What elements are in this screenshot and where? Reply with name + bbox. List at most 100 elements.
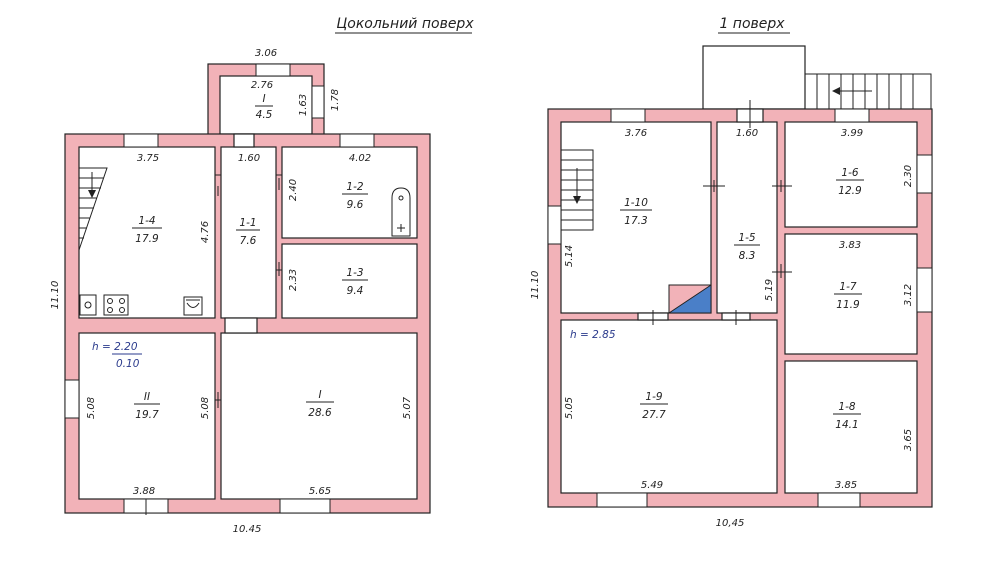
dimension-label: 3.76 xyxy=(625,128,647,139)
outdoor-stairs xyxy=(805,73,932,110)
dimension-label: 5.07 xyxy=(402,396,413,419)
dimension-label: 3.85 xyxy=(835,480,857,491)
room-id-label: 1-4 xyxy=(138,215,155,227)
toilet-icon xyxy=(183,296,203,316)
basement-title: Цокольний поверх xyxy=(336,16,474,32)
dimension-label: 3.83 xyxy=(839,240,861,251)
room-id-label: 1-10 xyxy=(624,197,648,209)
first-floor-plan: 1 поверх xyxy=(530,16,933,529)
window xyxy=(339,133,375,148)
height-sub: 0.10 xyxy=(116,358,140,370)
dimension-label: 1.60 xyxy=(238,153,260,164)
dimension-label: 1.63 xyxy=(298,94,309,116)
height-note: h = 2.85 xyxy=(570,329,616,341)
dimension-label: 3.12 xyxy=(903,284,914,306)
room-1-8 xyxy=(784,360,918,494)
bathtub-icon xyxy=(391,187,411,237)
room-id-label: 1-8 xyxy=(838,401,855,413)
dimension-label: 5.65 xyxy=(309,486,331,497)
stairs-icon xyxy=(561,149,594,231)
basement-plan: Цокольний поверх xyxy=(50,16,474,535)
door-opening xyxy=(233,133,255,148)
entrance-block xyxy=(702,45,806,110)
window xyxy=(123,133,159,148)
room-id-label: 1-9 xyxy=(645,391,662,403)
room-porch xyxy=(219,75,313,135)
sink-icon xyxy=(79,294,97,316)
dimension-label: 3.06 xyxy=(255,48,277,59)
room-1-4 xyxy=(78,146,216,319)
window xyxy=(817,492,861,508)
total-length-label: 11.10 xyxy=(530,271,541,300)
dimension-label: 1.78 xyxy=(330,89,341,111)
room-1-5 xyxy=(716,121,778,314)
room-id-label: 1-6 xyxy=(841,167,858,179)
room-1-10 xyxy=(560,121,712,314)
room-area-label: 4.5 xyxy=(256,109,273,121)
dimension-label: 5.08 xyxy=(86,397,97,419)
total-width-label: 10.45 xyxy=(233,524,262,535)
dimension-label: 5.49 xyxy=(641,480,663,491)
dimension-label: 2.40 xyxy=(288,179,299,201)
door-opening xyxy=(224,317,258,334)
dimension-label: 4.76 xyxy=(200,221,211,243)
room-area-label: 28.6 xyxy=(308,407,332,419)
room-area-label: 19.7 xyxy=(135,409,159,421)
dimension-label: 4.02 xyxy=(349,153,371,164)
room-id-label: 1-3 xyxy=(346,267,363,279)
dimension-label: 5.08 xyxy=(200,397,211,419)
room-1-1 xyxy=(220,146,277,319)
total-width-label: 10,45 xyxy=(716,518,745,529)
room-id-label: I xyxy=(318,389,321,401)
room-id-label: 1-5 xyxy=(738,232,755,244)
room-area-label: 27.7 xyxy=(642,409,666,421)
dimension-label: 3.99 xyxy=(841,128,863,139)
dimension-label: 3.75 xyxy=(137,153,159,164)
stove-icon xyxy=(103,294,129,316)
dimension-label: 3.88 xyxy=(133,486,155,497)
dimension-label: 1.60 xyxy=(736,128,758,139)
room-area-label: 12.9 xyxy=(838,185,862,197)
room-I-big xyxy=(220,332,418,500)
window xyxy=(64,379,80,419)
window xyxy=(610,108,646,123)
room-area-label: 14.1 xyxy=(835,419,858,431)
dimension-label: 3.65 xyxy=(903,429,914,451)
room-id-label: II xyxy=(144,391,150,403)
dimension-label: 2.30 xyxy=(903,165,914,187)
room-1-9 xyxy=(560,319,778,494)
room-area-label: 8.3 xyxy=(739,250,756,262)
room-area-label: 17.3 xyxy=(624,215,647,227)
window xyxy=(834,108,870,123)
room-1-3 xyxy=(281,243,418,319)
room-id-label: I xyxy=(262,93,265,105)
window xyxy=(311,85,325,119)
room-II xyxy=(78,332,216,500)
room-area-label: 9.6 xyxy=(347,199,364,211)
dimension-label: 5.19 xyxy=(764,279,775,301)
room-area-label: 7.6 xyxy=(240,235,257,247)
room-id-label: 1-7 xyxy=(839,281,856,293)
dimension-label: 5.14 xyxy=(564,245,575,267)
first-floor-title: 1 поверх xyxy=(719,16,785,32)
window xyxy=(279,498,331,514)
stairs-icon xyxy=(78,167,108,251)
dimension-label: 5.05 xyxy=(564,397,575,419)
chimney-icon xyxy=(667,284,712,314)
window xyxy=(596,492,648,508)
room-id-label: 1-1 xyxy=(239,217,256,229)
window xyxy=(916,154,933,194)
room-1-6 xyxy=(784,121,918,228)
window xyxy=(547,205,562,245)
dimension-label: 2.76 xyxy=(251,80,273,91)
room-area-label: 9.4 xyxy=(347,285,364,297)
window xyxy=(255,63,291,77)
height-note: h = 2.20 xyxy=(92,341,138,353)
total-length-label: 11.10 xyxy=(50,281,61,310)
room-1-2 xyxy=(281,146,418,239)
room-area-label: 17.9 xyxy=(135,233,159,245)
window xyxy=(916,267,933,313)
room-id-label: 1-2 xyxy=(346,181,363,193)
